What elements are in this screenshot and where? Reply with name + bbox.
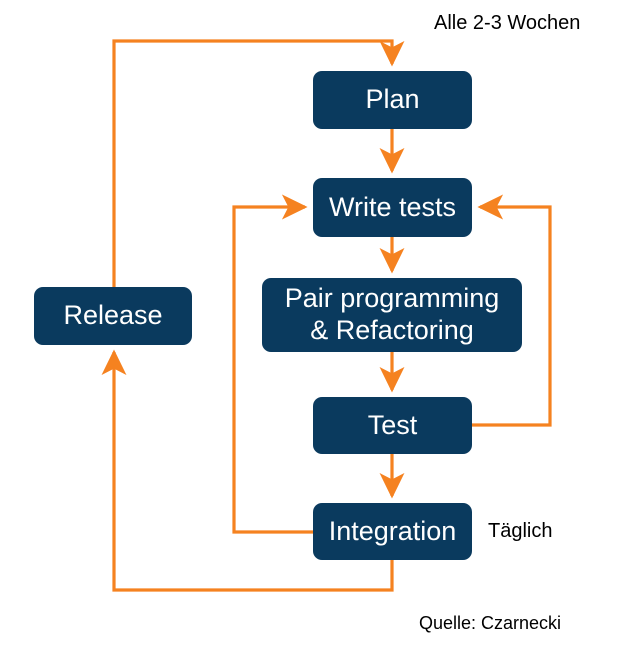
connector-integration-to-write-tests <box>232 194 313 534</box>
label-source-attribution: Quelle: Czarnecki <box>419 613 562 633</box>
label-release-cadence: Alle 2-3 Wochen <box>434 12 581 34</box>
label-integration-cadence: Täglich <box>488 520 553 542</box>
node-pair-programming-refactoring[interactable]: Pair programming & Refactoring <box>262 278 522 352</box>
node-test[interactable]: Test <box>313 397 472 454</box>
node-integration[interactable]: Integration <box>313 503 472 560</box>
node-write-tests[interactable]: Write tests <box>313 178 472 237</box>
node-plan[interactable]: Plan <box>313 71 472 129</box>
node-release[interactable]: Release <box>34 287 192 345</box>
